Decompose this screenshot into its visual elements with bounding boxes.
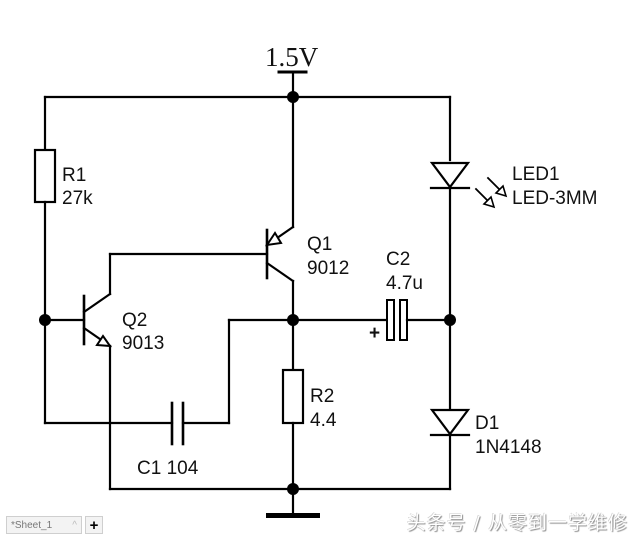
junction-bottom (287, 483, 299, 495)
q1-value-label: 9012 (307, 258, 349, 279)
add-sheet-button[interactable]: + (85, 516, 103, 534)
ground-icon (266, 513, 320, 518)
d1-ref-label: D1 (475, 413, 499, 434)
c1-label: C1 104 (137, 458, 199, 479)
q2-ref-label: Q2 (122, 310, 147, 331)
transistor-q2: Q2 9013 (82, 252, 164, 491)
led1-ref-label: LED1 (512, 164, 560, 185)
junction-left (39, 314, 51, 326)
chevron-up-icon[interactable]: ^ (72, 519, 77, 531)
resistor-r1: R1 27k (33, 148, 93, 322)
supply-symbol: 1.5V (265, 42, 319, 99)
r1-value-label: 27k (62, 188, 93, 209)
q1-emitter-arrow-icon (264, 231, 283, 247)
sheet-tab-bar: *Sheet_1 ^ + (6, 516, 103, 534)
sheet-tab-label: *Sheet_1 (11, 519, 53, 531)
c2-ref-label: C2 (386, 249, 410, 270)
middle-node-wires (181, 314, 389, 425)
sheet-tab[interactable]: *Sheet_1 ^ (6, 516, 82, 534)
r1-ref-label: R1 (62, 165, 86, 186)
c2-polarity-mark: + (369, 323, 380, 344)
bottom-rail-wire (108, 483, 452, 495)
diode-d1: D1 1N4148 (429, 318, 542, 491)
r2-value-label: 4.4 (310, 410, 337, 431)
led1-value-label: LED-3MM (512, 188, 598, 209)
c2-value-label: 4.7u (386, 273, 423, 294)
top-rail-wire (43, 91, 452, 162)
light-emission-arrows-icon (474, 176, 508, 209)
capacitor-c1: C1 104 (137, 401, 199, 479)
resistor-r2: R2 4.4 (281, 368, 337, 517)
watermark: 头条号 / 从零到一学维修 (406, 512, 628, 534)
d1-value-label: 1N4148 (475, 437, 542, 458)
led-led1: LED1 LED-3MM (429, 161, 598, 322)
r2-ref-label: R2 (310, 386, 334, 407)
junction-middle (287, 314, 299, 326)
q2-value-label: 9013 (122, 333, 164, 354)
transistor-q1: Q1 9012 (264, 95, 349, 372)
supply-label: 1.5V (265, 42, 319, 72)
q1-ref-label: Q1 (307, 234, 332, 255)
left-node-wires (39, 314, 174, 425)
q2-emitter-arrow-icon (95, 334, 113, 348)
capacitor-c2: + C2 4.7u (369, 249, 452, 344)
